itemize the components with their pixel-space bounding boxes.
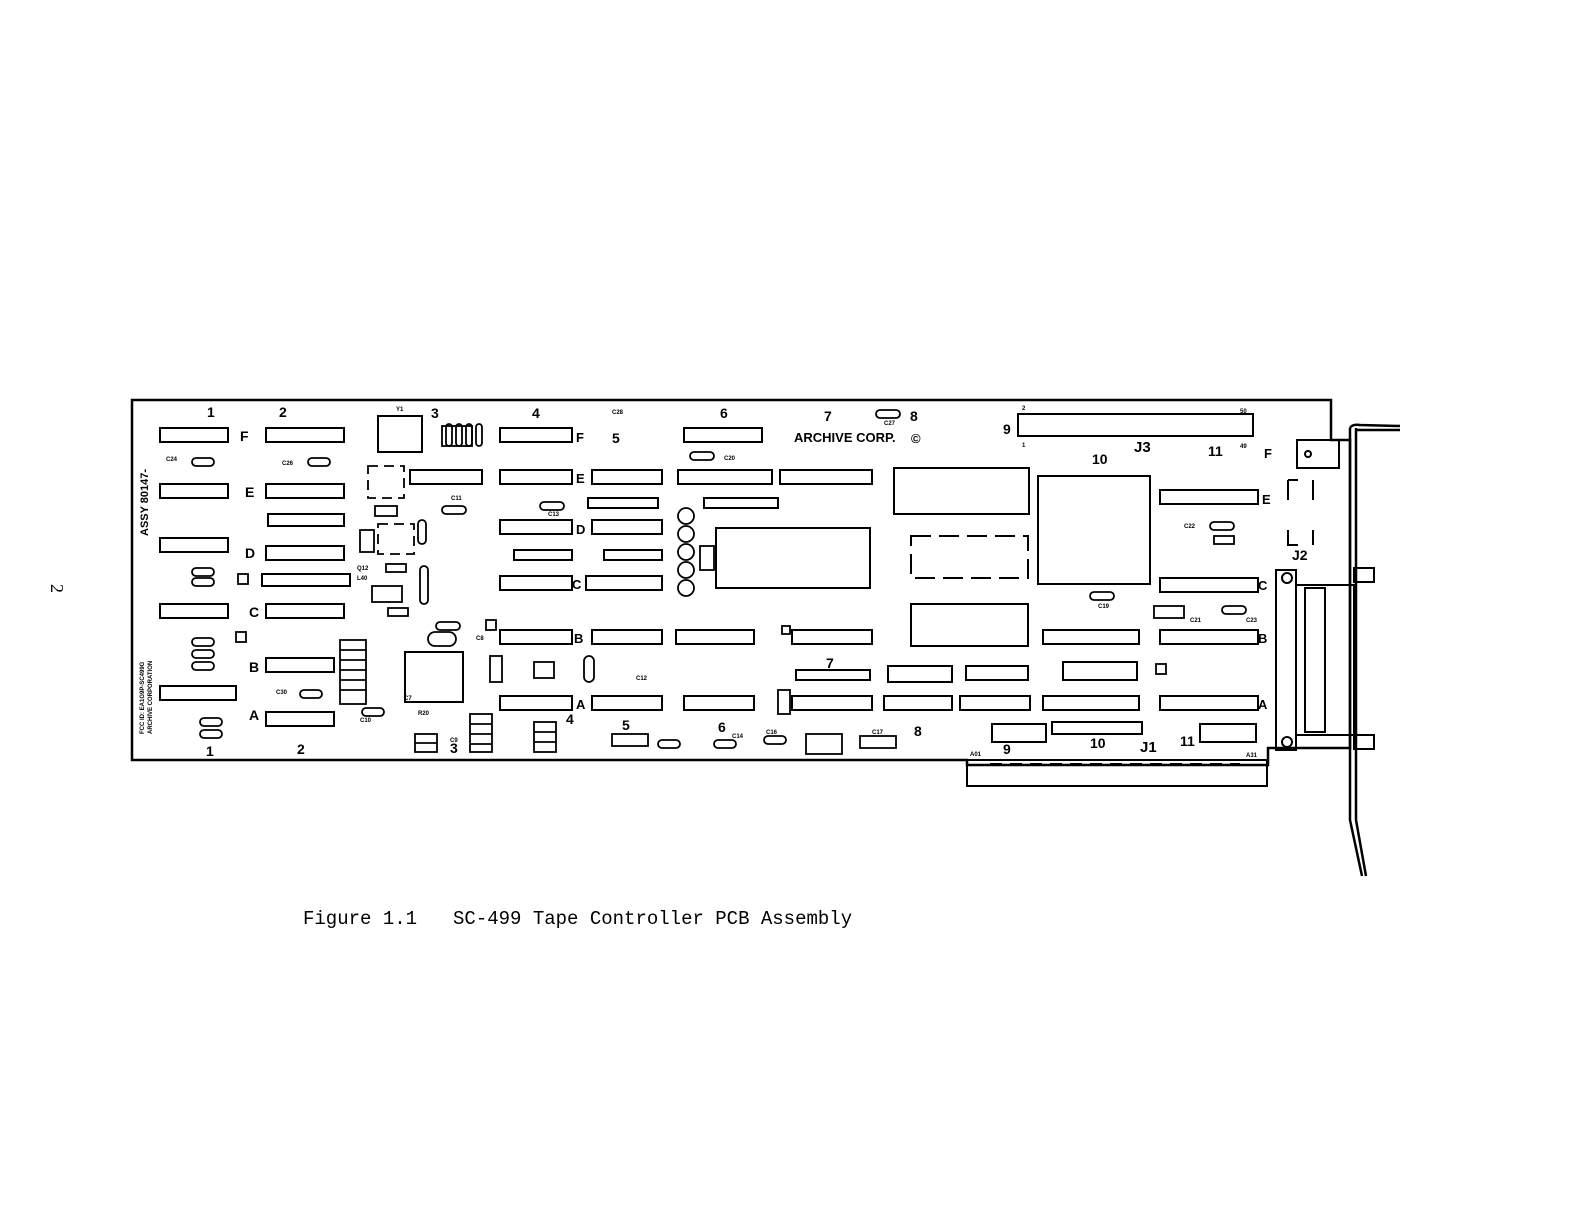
row-c: C xyxy=(249,604,259,620)
fcc-label: FCC ID: EA1G9P-SC499G xyxy=(140,661,146,734)
label-c26: C26 xyxy=(282,461,294,467)
label-c10: C10 xyxy=(360,718,372,724)
col-bot-8: 8 xyxy=(914,723,922,739)
label-c14: C14 xyxy=(732,734,744,740)
figure-title: SC-499 Tape Controller PCB Assembly xyxy=(453,908,853,930)
label-c27: C27 xyxy=(884,421,896,427)
label-y1: Y1 xyxy=(396,407,404,413)
label-r20: R20 xyxy=(418,711,430,717)
row-f-right: F xyxy=(1264,446,1272,461)
row-f-mid: F xyxy=(576,430,584,445)
row-b-mid: B xyxy=(574,631,583,646)
col-top-8: 8 xyxy=(910,408,918,424)
col-top-2: 2 xyxy=(279,404,287,420)
pin-2: 2 xyxy=(1022,406,1026,412)
col-top-7: 7 xyxy=(824,408,832,424)
label-c20: C20 xyxy=(724,456,736,462)
pin-1: 1 xyxy=(1022,443,1026,449)
col-bot-1: 1 xyxy=(206,743,214,759)
row-e-right: E xyxy=(1262,492,1271,507)
label-c24: C24 xyxy=(166,457,178,463)
pin-50: 50 xyxy=(1240,409,1247,415)
row-a-mid: A xyxy=(576,697,586,712)
row-d: D xyxy=(245,545,255,561)
j2-label: J2 xyxy=(1292,547,1308,563)
label-c11: C11 xyxy=(451,496,462,502)
col-bot-3: 3 xyxy=(450,740,458,756)
j1-label: J1 xyxy=(1140,739,1157,756)
row-a-right: A xyxy=(1258,697,1268,712)
row-a: A xyxy=(249,707,259,723)
corp-label: ARCHIVE CORPORATION xyxy=(148,661,154,734)
label-q12: Q12 xyxy=(357,566,369,572)
col-bot-7: 7 xyxy=(826,655,834,671)
row-e: E xyxy=(245,484,254,500)
plcc-chip xyxy=(1037,475,1151,585)
label-c28: C28 xyxy=(612,410,624,416)
label-c13: C13 xyxy=(548,512,560,518)
row-c-right: C xyxy=(1258,578,1268,593)
row-e-mid: E xyxy=(576,471,585,486)
large-ic-2 xyxy=(893,467,1030,515)
label-c30: C30 xyxy=(276,690,288,696)
edge-connector xyxy=(966,759,1268,787)
assy-label: ASSY 80147- xyxy=(139,469,151,536)
col-bot-9: 9 xyxy=(1003,741,1011,757)
label-c17: C17 xyxy=(872,730,884,736)
label-c7: C7 xyxy=(404,696,412,702)
row-d-mid: D xyxy=(576,522,585,537)
board-outline xyxy=(130,398,1352,767)
page-number: 2 xyxy=(47,584,67,593)
col-bot-2: 2 xyxy=(297,741,305,757)
figure-label: Figure 1.1 xyxy=(303,908,418,930)
col-bot-11: 11 xyxy=(1180,733,1195,749)
label-c16: C16 xyxy=(766,730,778,736)
j3-header xyxy=(1017,413,1254,437)
col-top-10: 10 xyxy=(1092,451,1108,467)
label-c8: C8 xyxy=(476,636,484,642)
col-bot-4: 4 xyxy=(566,711,574,727)
label-l40: L40 xyxy=(357,576,368,582)
col-top-5: 5 xyxy=(612,430,620,446)
row-b: B xyxy=(249,659,259,675)
row-c-mid: C xyxy=(572,577,582,592)
j2-connector xyxy=(1275,569,1297,751)
col-top-9: 9 xyxy=(1003,421,1011,437)
j3-label: J3 xyxy=(1134,439,1151,456)
mounting-bracket xyxy=(1348,423,1401,877)
pin-a01: A01 xyxy=(970,752,982,758)
label-c12: C12 xyxy=(636,676,648,682)
row-f: F xyxy=(240,428,249,444)
col-top-3: 3 xyxy=(431,405,439,421)
col-top-6: 6 xyxy=(720,405,728,421)
label-c9: C9 xyxy=(450,738,458,744)
col-bot-5: 5 xyxy=(622,717,630,733)
large-ic xyxy=(715,527,871,589)
pin-a31: A31 xyxy=(1246,753,1258,759)
copyright-symbol: © xyxy=(911,431,921,446)
col-bot-6: 6 xyxy=(718,719,726,735)
col-top-11: 11 xyxy=(1208,443,1223,459)
row-b-right: B xyxy=(1258,631,1267,646)
col-bot-10: 10 xyxy=(1090,735,1106,751)
col-top-1: 1 xyxy=(207,404,215,420)
col-top-4: 4 xyxy=(532,405,540,421)
label-c22: C22 xyxy=(1184,524,1196,530)
figure-caption: Figure 1.1 SC-499 Tape Controller PCB Ass… xyxy=(303,908,852,930)
maker-label: ARCHIVE CORP. xyxy=(794,430,896,445)
label-c19: C19 xyxy=(1098,604,1110,610)
label-c23: C23 xyxy=(1246,618,1258,624)
label-c21: C21 xyxy=(1190,618,1202,624)
pin-49: 49 xyxy=(1240,444,1247,450)
